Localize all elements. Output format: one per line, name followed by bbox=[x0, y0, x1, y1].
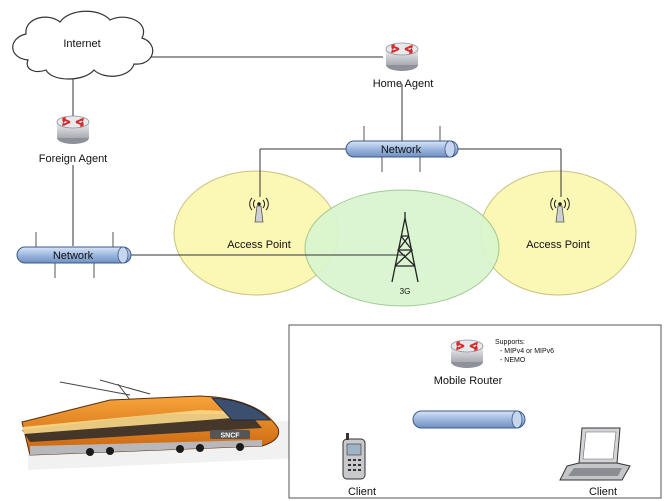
wifi-zone-right bbox=[479, 170, 637, 296]
mobile-router-icon bbox=[450, 339, 484, 369]
network-left-label: Network bbox=[53, 250, 94, 262]
supports-note-item: - MIPv4 or MIPv6 bbox=[500, 348, 554, 355]
supports-note-item: - NEMO bbox=[500, 357, 526, 364]
network-bar-left: Network bbox=[16, 246, 132, 264]
access-point-left-label: Access Point bbox=[227, 239, 291, 251]
foreign-agent-label: Foreign Agent bbox=[39, 153, 108, 165]
cell-zone-3g bbox=[304, 189, 500, 307]
network-bar-mobile bbox=[412, 410, 526, 429]
client-left-label: Client bbox=[348, 486, 376, 498]
cell-tower-icon bbox=[391, 212, 419, 283]
laptop-icon bbox=[559, 427, 631, 481]
mobile-router-label: Mobile Router bbox=[434, 375, 503, 387]
access-point-right-label: Access Point bbox=[526, 239, 590, 251]
cell-3g-label: 3G bbox=[400, 287, 411, 296]
network-top-label: Network bbox=[381, 144, 422, 156]
home-agent-label: Home Agent bbox=[373, 78, 434, 90]
supports-note-title: Supports: bbox=[495, 339, 525, 346]
train-illustration: SNCF bbox=[21, 379, 300, 470]
internet-cloud-icon: Internet bbox=[12, 10, 154, 80]
foreign-agent-router-icon bbox=[56, 115, 90, 145]
internet-label: Internet bbox=[63, 38, 100, 50]
network-bar-top: Network bbox=[345, 140, 459, 158]
home-agent-router-icon bbox=[385, 42, 419, 72]
client-right-label: Client bbox=[589, 486, 617, 498]
mobile-phone-icon bbox=[342, 433, 366, 480]
train-livery-text: SNCF bbox=[220, 433, 240, 440]
